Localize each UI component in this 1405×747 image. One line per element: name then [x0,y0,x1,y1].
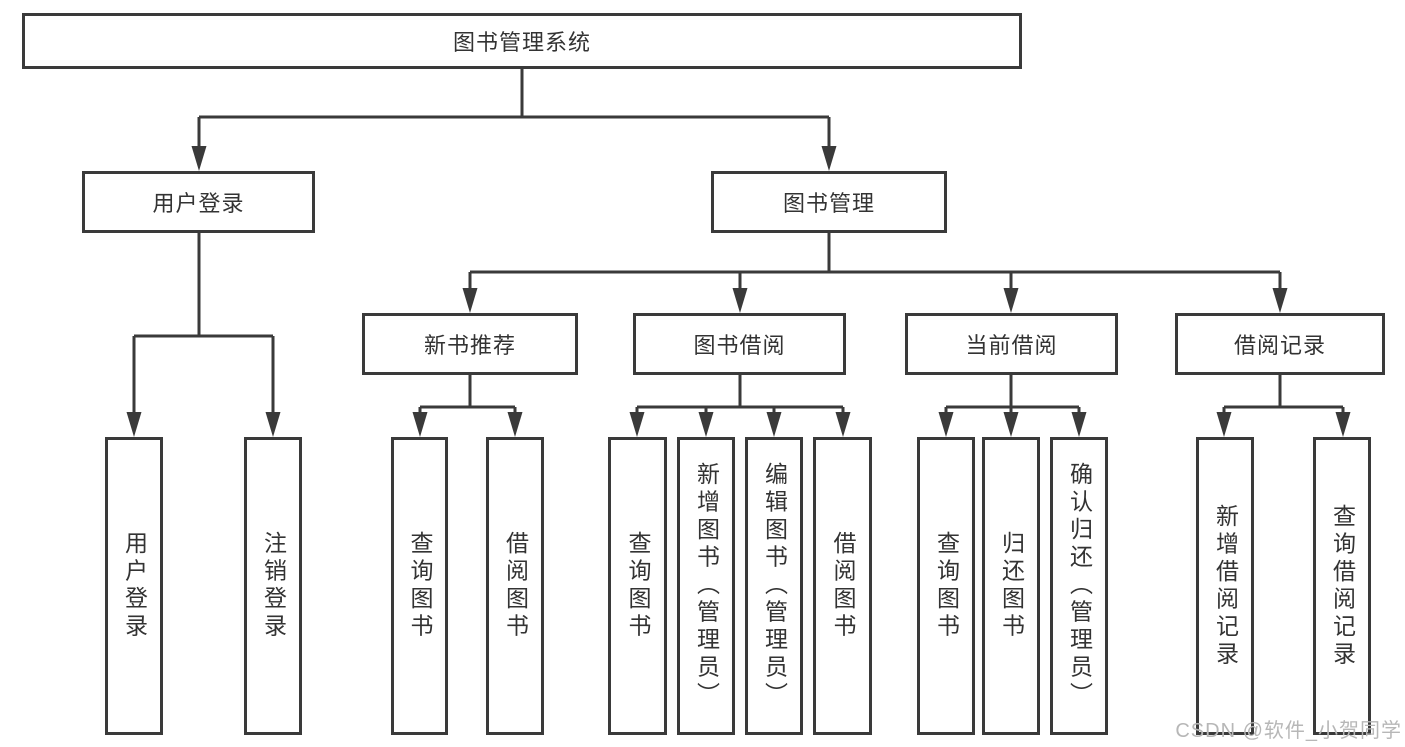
node-label: 用户登录 [152,191,245,216]
node-label: 确认归还（管理员） [1066,462,1093,710]
node-label: 查询图书 [625,531,651,641]
node-label: 新增图书（管理员） [693,462,720,710]
tree-edges [132,67,1345,416]
node-logout-leaf: 注销登录 [244,437,302,735]
node-borrow-books-leaf: 借阅图书 [813,437,872,735]
node-label: 借阅记录 [1233,333,1326,358]
arrowheads [126,146,1351,437]
node-user-login-leaf: 用户登录 [105,437,163,735]
node-query-borrow-record: 查询借阅记录 [1313,437,1371,735]
node-label: 新书推荐 [423,333,516,358]
node-label: 查询借阅记录 [1329,503,1356,669]
node-query-books-borrow: 查询图书 [608,437,667,735]
node-label: 查询图书 [407,531,433,641]
node-label: 借阅图书 [830,531,856,641]
node-add-books-admin: 新增图书（管理员） [677,437,735,735]
node-label: 图书借阅 [693,333,786,358]
node-return-books: 归还图书 [982,437,1040,735]
node-borrow-record: 借阅记录 [1175,313,1385,375]
node-query-books-recommend: 查询图书 [391,437,448,735]
csdn-watermark: CSDN @软件_小贺同学 [1175,720,1402,742]
node-label: 编辑图书（管理员） [761,462,788,710]
node-label: 新增借阅记录 [1212,503,1239,669]
node-label: 注销登录 [260,531,287,641]
node-confirm-return-admin: 确认归还（管理员） [1050,437,1108,735]
node-label: 图书管理 [782,191,875,216]
node-book-management-system: 图书管理系统 [22,13,1022,69]
node-query-books-current: 查询图书 [917,437,975,735]
node-book-management: 图书管理 [711,171,947,233]
node-edit-books-admin: 编辑图书（管理员） [745,437,803,735]
node-borrow-books-recommend: 借阅图书 [486,437,544,735]
node-label: 图书管理系统 [452,30,591,55]
node-new-book-recommend: 新书推荐 [362,313,578,375]
node-label: 归还图书 [998,531,1025,641]
node-book-borrow: 图书借阅 [633,313,846,375]
node-user-login: 用户登录 [82,171,315,233]
node-label: 用户登录 [121,531,148,641]
node-label: 查询图书 [933,531,960,641]
node-add-borrow-record: 新增借阅记录 [1196,437,1254,735]
node-current-borrow: 当前借阅 [905,313,1118,375]
node-label: 借阅图书 [502,531,529,641]
node-label: 当前借阅 [965,333,1058,358]
